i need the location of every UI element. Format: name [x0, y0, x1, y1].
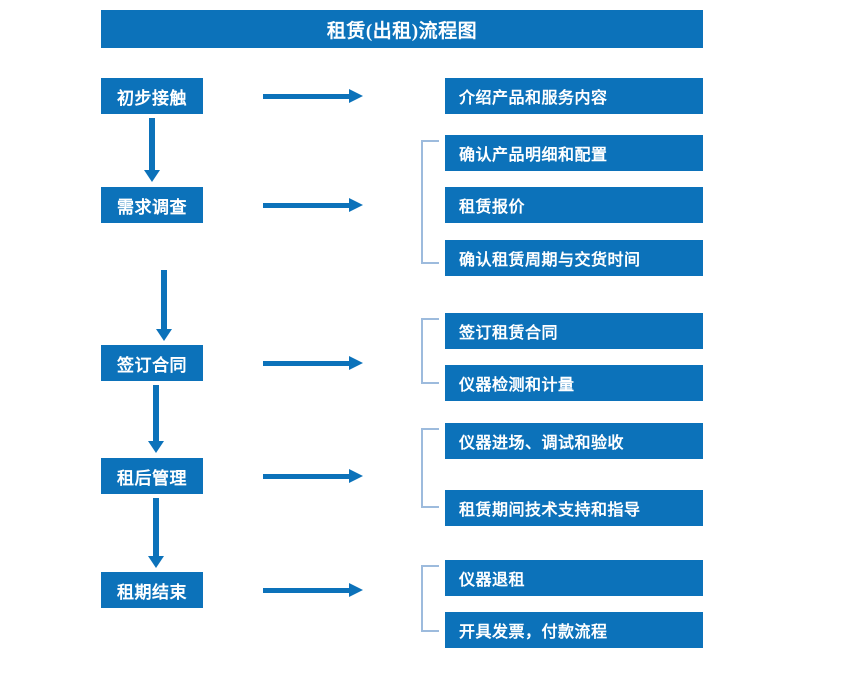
right-arrow-icon-4	[263, 469, 363, 483]
detail-box-1-1[interactable]: 介绍产品和服务内容	[445, 78, 703, 114]
detail-box-5-2[interactable]: 开具发票，付款流程	[445, 612, 703, 648]
right-arrow-icon-2	[263, 198, 363, 212]
detail-box-4-2[interactable]: 租赁期间技术支持和指导	[445, 490, 703, 526]
group-bracket-4	[421, 428, 439, 508]
down-arrow-icon-4	[148, 498, 164, 568]
stage-box-1[interactable]: 初步接触	[101, 78, 203, 114]
group-bracket-3	[421, 318, 439, 384]
down-arrow-icon-2	[156, 270, 172, 341]
detail-box-2-3[interactable]: 确认租赁周期与交货时间	[445, 240, 703, 276]
stage-box-4[interactable]: 租后管理	[101, 458, 203, 494]
down-arrow-icon-3	[148, 385, 164, 453]
stage-box-5[interactable]: 租期结束	[101, 572, 203, 608]
detail-box-2-2[interactable]: 租赁报价	[445, 187, 703, 223]
stage-box-2[interactable]: 需求调查	[101, 187, 203, 223]
detail-box-3-1[interactable]: 签订租赁合同	[445, 313, 703, 349]
detail-box-4-1[interactable]: 仪器进场、调试和验收	[445, 423, 703, 459]
page-title: 租赁(出租)流程图	[101, 10, 703, 48]
down-arrow-icon-1	[144, 118, 160, 182]
group-bracket-2	[421, 140, 439, 264]
stage-box-3[interactable]: 签订合同	[101, 345, 203, 381]
right-arrow-icon-1	[263, 89, 363, 103]
group-bracket-5	[421, 565, 439, 632]
detail-box-5-1[interactable]: 仪器退租	[445, 560, 703, 596]
right-arrow-icon-3	[263, 356, 363, 370]
right-arrow-icon-5	[263, 583, 363, 597]
detail-box-3-2[interactable]: 仪器检测和计量	[445, 365, 703, 401]
detail-box-2-1[interactable]: 确认产品明细和配置	[445, 135, 703, 171]
